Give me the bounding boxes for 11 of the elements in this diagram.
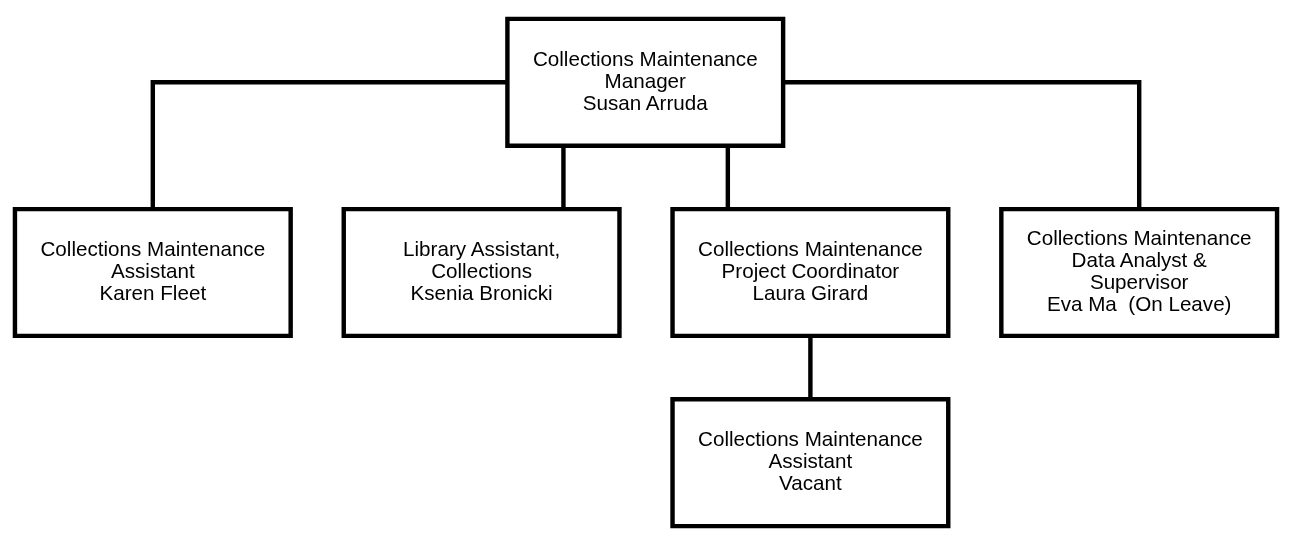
node-box: Collections Maintenance Project Coordinator Laura Girard [670,206,951,338]
node-box: Collections Maintenance Assistant Vacant [670,396,951,528]
connector [725,145,731,208]
node-box: Collections Maintenance Data Analyst & Supervisor Eva Ma (On Leave) [999,206,1280,338]
node-box: Collections Maintenance Manager Susan Arruda [505,16,786,148]
node-box: Library Assistant, Collections Ksenia Bronicki [341,206,622,338]
connector [808,335,813,399]
node-box: Collections Maintenance Assistant Karen Fleet [12,206,293,338]
connector [150,79,507,209]
connector [783,79,1142,209]
connector [561,145,566,208]
